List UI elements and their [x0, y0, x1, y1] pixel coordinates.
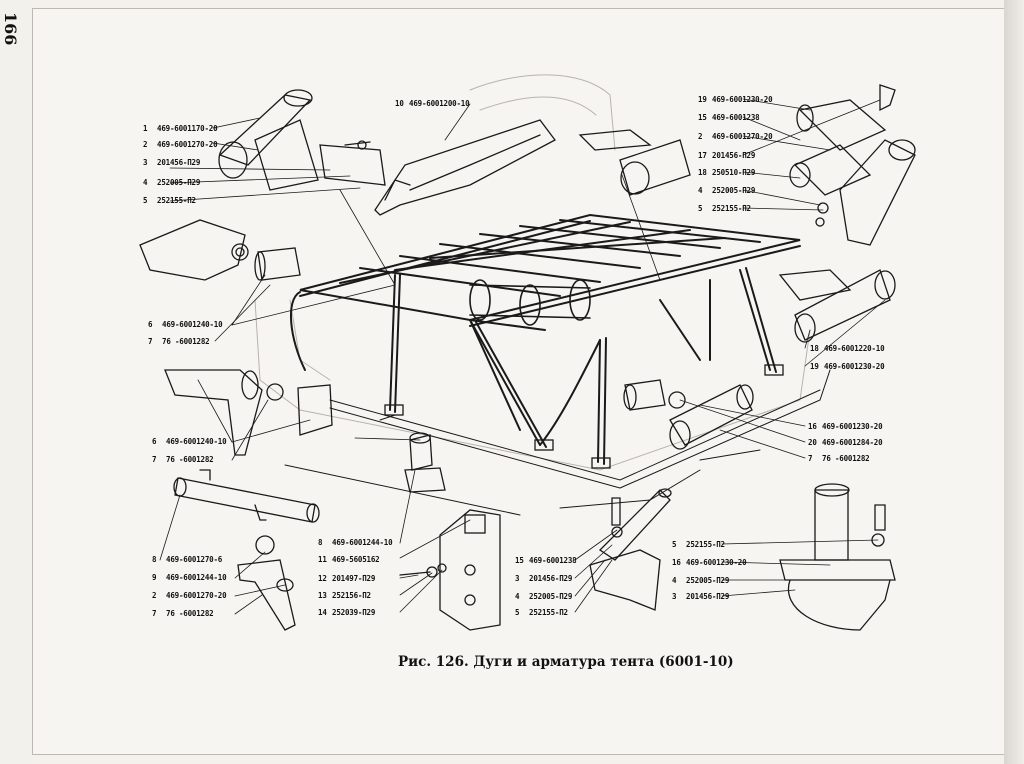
leg-bases: [384, 364, 784, 469]
frame-roof: [299, 213, 801, 327]
frame-legs: [289, 267, 777, 465]
figure-caption: Рис. 126. Дуги и арматура тента (6001-10…: [398, 654, 734, 670]
vehicle-ghost-outline: [254, 74, 811, 471]
body-side-lines: [284, 369, 831, 516]
tee-assembly-right-mid: [778, 269, 896, 343]
mount-lower-center-right: [589, 488, 672, 611]
leader-lines: [159, 98, 886, 615]
strap-10: [374, 119, 556, 216]
post-base-lower-right: [779, 483, 896, 631]
clamp-assembly-2: [578, 129, 691, 196]
clamp-assembly-1: [218, 89, 386, 191]
page-number: 166: [1, 12, 20, 46]
tee-assembly-right: [789, 84, 916, 246]
coupler-right-lower: [623, 379, 754, 450]
corner-bracket-left: [139, 219, 301, 281]
page-edge: [1004, 0, 1024, 764]
frame-hoops: [469, 279, 591, 326]
pin-center: [404, 432, 446, 493]
bracket-left-mid: [164, 369, 333, 456]
mount-lower-center: [399, 509, 501, 631]
